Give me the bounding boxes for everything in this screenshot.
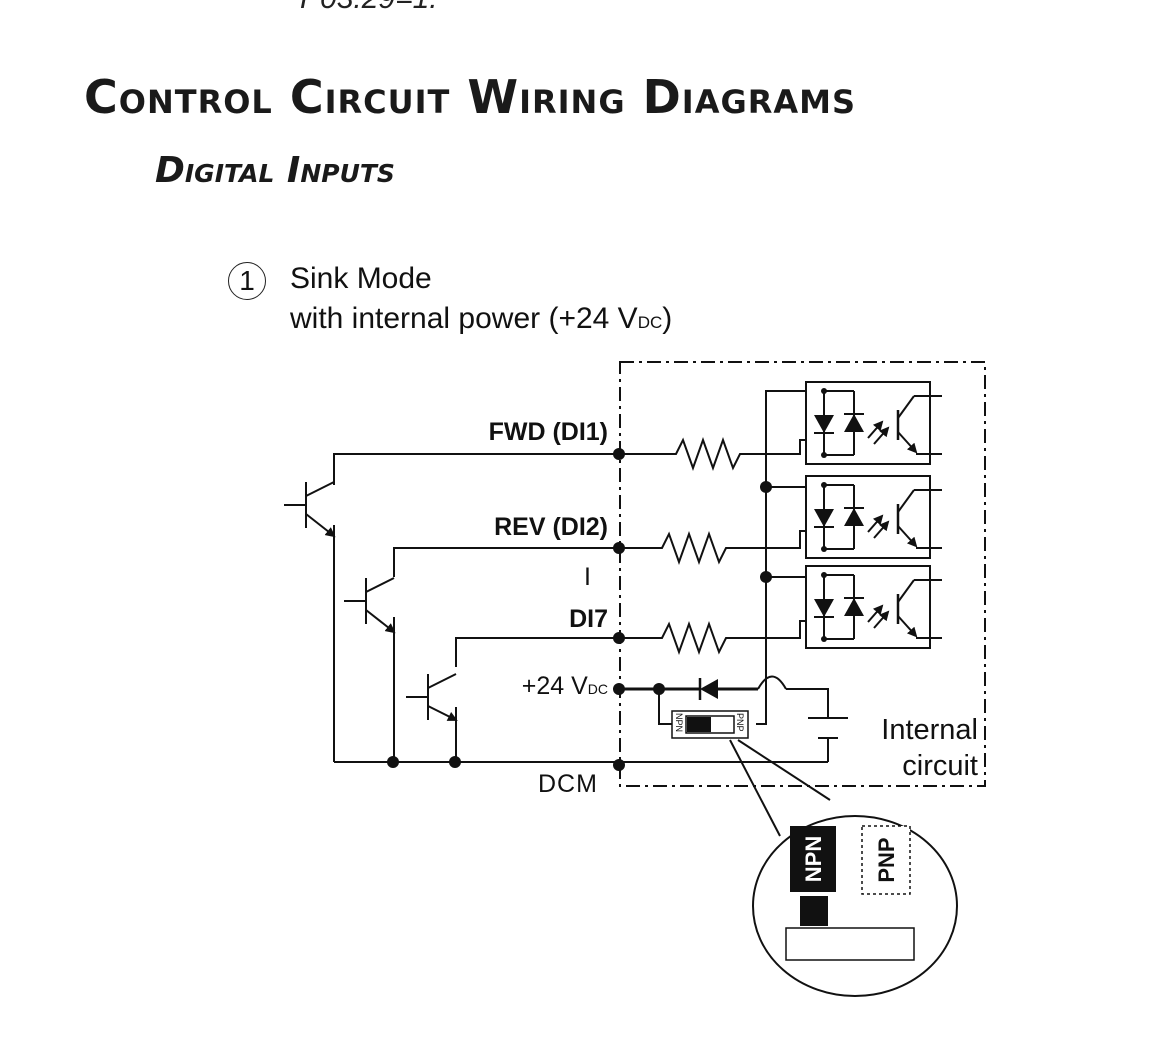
resistor-fwd bbox=[619, 437, 806, 471]
opto-dot bbox=[821, 572, 827, 578]
optocoupler-diodes bbox=[814, 414, 864, 617]
opto-dot bbox=[821, 388, 827, 394]
subsection-heading: Digital Inputs bbox=[155, 150, 395, 191]
switch-npn-label: NPN bbox=[801, 836, 826, 882]
junction-dot bbox=[653, 683, 665, 695]
mode-subtitle-suffix: ) bbox=[662, 302, 673, 335]
opto-dot bbox=[821, 452, 827, 458]
switch-pnp-label: PNP bbox=[874, 837, 899, 882]
transistor-3 bbox=[406, 673, 458, 721]
diode-2a bbox=[814, 509, 834, 527]
terminal-dot-dcm bbox=[613, 759, 625, 771]
opto-dot bbox=[821, 546, 827, 552]
optocoupler-1 bbox=[805, 381, 942, 465]
switch-callout bbox=[729, 739, 958, 997]
opto-dot bbox=[821, 482, 827, 488]
dip-switch-small: NPN PNP bbox=[671, 710, 749, 739]
diode-bars bbox=[814, 413, 864, 618]
supply-diode bbox=[698, 678, 718, 700]
terminal-dot-24v bbox=[613, 683, 625, 695]
diode-3a bbox=[814, 599, 834, 617]
junction-dot bbox=[449, 756, 461, 768]
diode-2b bbox=[844, 508, 864, 526]
internal-battery bbox=[808, 717, 848, 739]
junction-dots bbox=[387, 388, 827, 771]
terminal-label-dcm: DCM bbox=[538, 770, 598, 798]
mode-number-badge: 1 bbox=[228, 262, 266, 300]
opto-dot bbox=[821, 636, 827, 642]
small-switch-pnp-label: PNP bbox=[735, 713, 745, 732]
terminal-label-fwd: FWD (DI1) bbox=[488, 418, 608, 446]
internal-circuit-label-1: Internal bbox=[881, 714, 978, 746]
small-switch-npn-label: NPN bbox=[674, 713, 684, 732]
transistor-2 bbox=[344, 577, 396, 634]
diode-3b bbox=[844, 598, 864, 616]
junction-dot bbox=[387, 756, 399, 768]
terminal-dot-rev bbox=[613, 542, 625, 554]
mode-subtitle-prefix: with internal power (+24 V bbox=[290, 302, 638, 335]
optocoupler-2 bbox=[805, 475, 942, 559]
diode-1b bbox=[844, 414, 864, 432]
resistor-di7 bbox=[619, 620, 806, 655]
terminal-label-rev: REV (DI2) bbox=[494, 513, 608, 541]
common-rail bbox=[756, 390, 806, 725]
terminal-ellipsis: I bbox=[584, 563, 591, 591]
terminal-label-24v: +24 VDC bbox=[522, 672, 608, 701]
resistor-rev bbox=[619, 530, 806, 565]
terminal-label-24v-sub: DC bbox=[587, 681, 608, 697]
terminal-dot-fwd bbox=[613, 448, 625, 460]
dip-switch-magnified: NPN PNP bbox=[785, 825, 915, 961]
internal-circuit-label-2: circuit bbox=[902, 750, 978, 782]
terminal-label-24v-main: +24 V bbox=[521, 672, 588, 700]
mode-title: Sink Mode bbox=[290, 262, 432, 295]
diode-1a bbox=[814, 415, 834, 433]
mode-subtitle-subscript: DC bbox=[637, 313, 663, 332]
mode-subtitle: with internal power (+24 VDC) bbox=[290, 302, 672, 336]
terminal-dot-di7 bbox=[613, 632, 625, 644]
transistor-1 bbox=[284, 481, 336, 538]
internal-circuit-boundary bbox=[619, 361, 986, 787]
junction-dot bbox=[760, 571, 772, 583]
section-heading: Control Circuit Wiring Diagrams bbox=[84, 70, 857, 124]
terminal-label-di7: DI7 bbox=[569, 605, 608, 633]
previous-text-fragment: P03.29=1. bbox=[300, 0, 438, 16]
junction-dot bbox=[760, 481, 772, 493]
